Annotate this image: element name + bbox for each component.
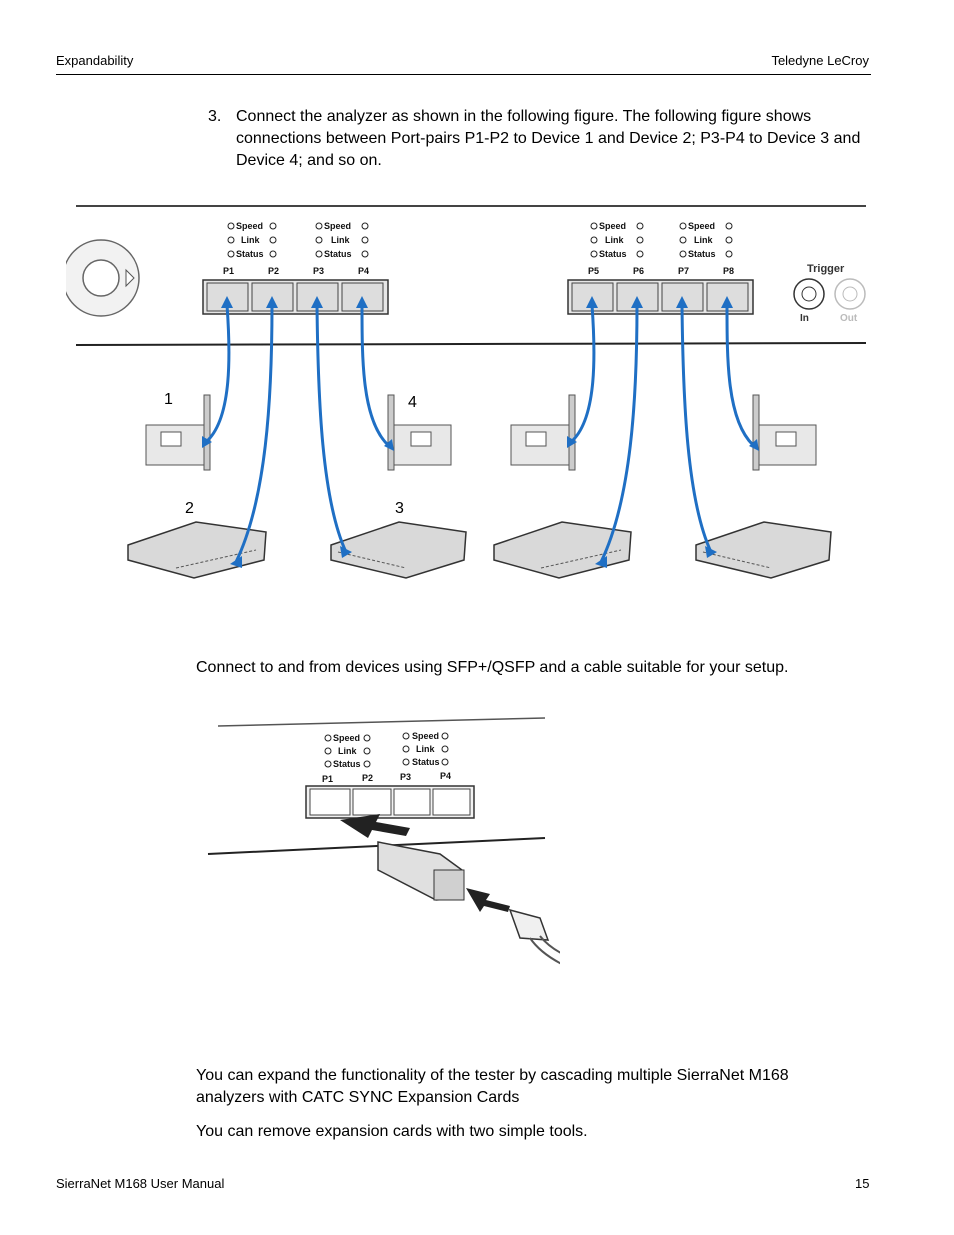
sfp-insertion-figure: Speed Link Status Speed Link Status P1 P… [200,710,611,990]
svg-text:Status: Status [688,249,716,259]
svg-text:Link: Link [694,235,713,245]
chassis-bottom-edge [75,342,867,346]
led-group-1: Speed Link Status [227,221,277,259]
cable-p1 [204,304,231,444]
svg-text:Link: Link [338,746,357,756]
header-rule [56,74,871,75]
fiber-cable-connector [508,908,611,981]
cable-p4 [360,304,390,447]
device-number-4: 4 [408,394,417,411]
port-label-p3: P3 [313,266,324,276]
step-text: Connect the analyzer as shown in the fol… [236,108,861,169]
chassis-bottom-edge [207,837,546,855]
cable-p2 [234,304,274,563]
cable-p8 [725,304,755,447]
port-labels: P1 P2 P3 P4 P5 P6 P7 P8 [223,266,734,276]
step-number: 3. [208,108,222,125]
port-label-p8: P8 [723,266,734,276]
trigger-out-label: Out [840,313,858,324]
nav-pad-icon [62,239,140,317]
svg-text:Speed: Speed [236,221,263,231]
cable-p7 [680,304,713,553]
led-group-a: Speed Link Status [324,733,371,769]
trigger-label: Trigger [807,263,845,275]
led-group-3: Speed Link Status [590,221,644,259]
sfp-diagram: Speed Link Status Speed Link Status P1 P… [207,717,611,981]
port-label-p2: P2 [268,266,279,276]
connection-diagram: Speed Link Status Speed Link Status Spee… [62,205,867,579]
header-section-title: Expandability [56,53,134,68]
svg-text:P2: P2 [362,773,373,783]
svg-text:Speed: Speed [333,733,360,743]
svg-text:Link: Link [331,235,350,245]
switch-device-2 [127,521,267,579]
cables [204,304,755,563]
nic-card-8 [752,394,817,471]
svg-text:Status: Status [324,249,352,259]
port-label-p6: P6 [633,266,644,276]
sfp-paragraph: Connect to and from devices using SFP+/Q… [196,659,789,676]
led-group-b: Speed Link Status [402,731,449,767]
device-number-1: 1 [164,391,173,408]
switch-device-6 [493,521,632,579]
device-number-3: 3 [395,500,404,517]
svg-text:Speed: Speed [688,221,715,231]
device-number-2: 2 [185,500,194,517]
connection-figure: Speed Link Status Speed Link Status Spee… [62,200,876,590]
footer-page-number: 15 [855,1176,870,1191]
port-label-p5: P5 [588,266,599,276]
sfp-port-labels: P1 P2 P3 P4 [322,771,451,784]
nic-card-4 [387,394,452,471]
svg-text:Speed: Speed [412,731,439,741]
svg-text:Link: Link [605,235,624,245]
cable-arrowheads [202,296,759,568]
svg-text:Status: Status [599,249,627,259]
sfp-transceiver [377,841,465,901]
nic-card-1 [145,394,211,471]
led-group-4: Speed Link Status [679,221,733,259]
cable-p3 [315,304,348,553]
expand-paragraph: You can expand the functionality of the … [196,1067,789,1106]
insert-arrow-icon [340,814,410,838]
svg-text:Status: Status [412,757,440,767]
svg-text:Status: Status [333,759,361,769]
cable-p5 [569,304,596,444]
port-block-right [567,279,754,315]
port-label-p1: P1 [223,266,234,276]
connect-arrow-icon [466,888,510,912]
remove-paragraph: You can remove expansion cards with two … [196,1123,588,1140]
footer-manual-title: SierraNet M168 User Manual [56,1176,225,1191]
svg-text:Status: Status [236,249,264,259]
port-label-p7: P7 [678,266,689,276]
trigger-in-label: In [800,313,809,324]
switch-device-7 [695,521,832,579]
svg-text:Speed: Speed [324,221,351,231]
svg-text:P4: P4 [440,771,451,781]
svg-text:Speed: Speed [599,221,626,231]
chassis-top-edge [217,717,546,727]
cable-p6 [599,304,639,563]
sfp-port-block [305,785,475,819]
switch-device-3 [330,521,467,579]
trigger-connectors: Trigger In Out [793,263,866,324]
svg-text:P1: P1 [322,774,333,784]
svg-text:P3: P3 [400,772,411,782]
svg-text:Link: Link [241,235,260,245]
header-company: Teledyne LeCroy [771,53,869,68]
svg-text:Link: Link [416,744,435,754]
port-label-p4: P4 [358,266,369,276]
led-group-2: Speed Link Status [315,221,369,259]
nic-card-5 [510,394,576,471]
port-block-left [202,279,389,315]
